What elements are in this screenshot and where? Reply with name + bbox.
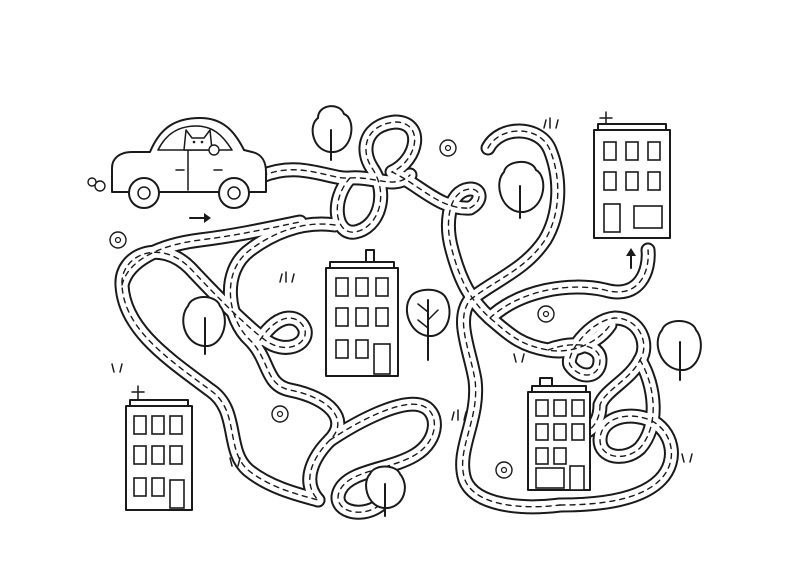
grass-tuft-icon (279, 271, 295, 283)
grass-tuft-icon (111, 363, 123, 373)
building-bottom-right (527, 377, 591, 491)
arrow-up-icon (626, 248, 636, 269)
tree-icon (311, 105, 353, 161)
flower-icon (495, 461, 513, 479)
grass-tuft-icon (513, 353, 525, 363)
exhaust-smoke-icon (87, 177, 106, 192)
cat-driver-icon (183, 129, 220, 156)
building-top-right (593, 111, 671, 239)
tree-icon (405, 288, 451, 361)
car-icon (87, 117, 267, 209)
tree-icon (365, 465, 406, 517)
building-bottom-left (125, 385, 193, 511)
grass-tuft-icon (681, 453, 693, 463)
building-center (325, 249, 399, 377)
grass-tuft-icon (543, 117, 559, 129)
grass-tuft-icon (451, 409, 467, 421)
tree-icon (498, 161, 545, 219)
flower-icon (109, 231, 127, 249)
tree-icon (182, 296, 226, 355)
arrow-right-icon (189, 213, 211, 223)
flower-icon (439, 139, 457, 157)
grass-tuft-icon (229, 457, 241, 467)
flower-icon (537, 305, 555, 323)
tree-icon (656, 320, 702, 381)
flower-icon (271, 405, 289, 423)
